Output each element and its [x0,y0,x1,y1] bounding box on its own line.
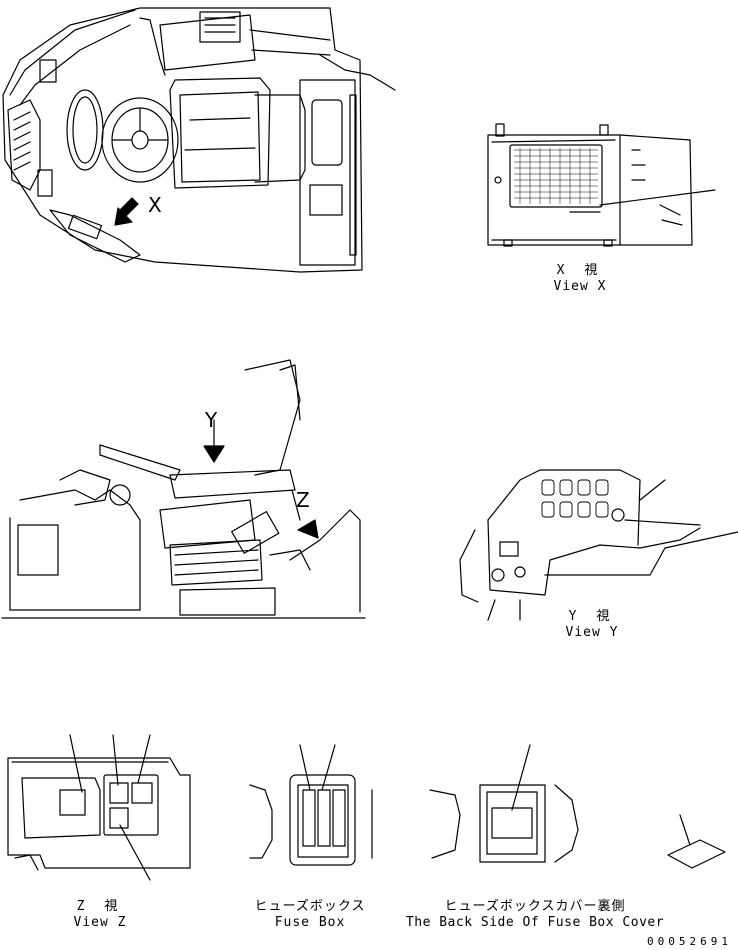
fuse-box-caption-jp: ヒューズボックス [254,899,366,914]
fuse-box-caption-en: Fuse Box [274,915,346,930]
view-z-panel [7,734,191,881]
view-y-panel [459,469,738,621]
view-y-caption-jp: Y 視 [568,609,616,624]
document-number: 00052691 [647,935,732,948]
cab-side-view [1,359,366,619]
view-y-caption-en: View Y [565,625,619,640]
label-plate [667,814,726,869]
view-x-panel [487,123,716,247]
fuse-box-cover [429,744,579,863]
view-x-letter: X [148,193,162,217]
view-z-caption-jp: Z 視 [76,899,124,914]
cab-plan-view [2,7,396,273]
view-z-letter: Z [296,488,310,512]
view-x-caption-en: View X [553,279,607,294]
view-z-caption-en: View Z [73,915,127,930]
fuse-cover-caption-jp: ヒューズボックスカバー裏側 [444,899,626,914]
fuse-cover-caption-en: The Back Side Of Fuse Box Cover [405,915,665,930]
fuse-box [249,744,373,866]
view-y-letter: Y [205,408,218,432]
view-x-caption-jp: X 視 [556,263,604,278]
